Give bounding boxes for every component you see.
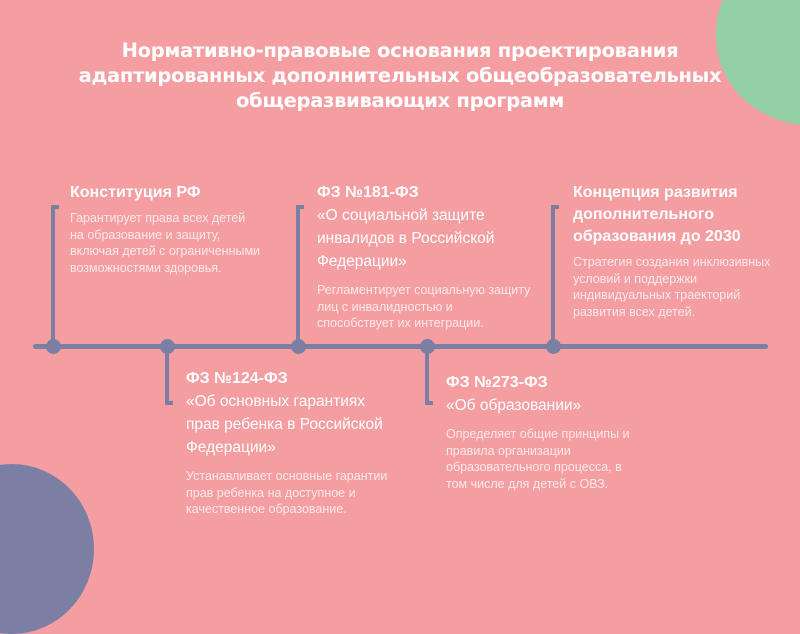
timeline-card-fz181: ФЗ №181-ФЗ «О социальной защите инвалидо…	[317, 182, 552, 332]
timeline-card-concept-2030: Концепция развития дополнительного образ…	[573, 182, 788, 320]
timeline-axis	[33, 344, 768, 349]
desc-line: правила организации	[446, 443, 571, 458]
card-heading: ФЗ №273-ФЗ	[446, 374, 548, 391]
timeline-dot	[160, 339, 175, 354]
timeline-card-constitution: Конституция РФ Гарантирует права всех де…	[70, 182, 295, 276]
bracket-fz273	[425, 346, 429, 405]
desc-line: образовательного процесса, в	[446, 460, 622, 474]
desc-line: Гарантирует права всех детей	[70, 211, 246, 225]
card-subtitle: «Об образовании»	[446, 394, 671, 417]
timeline-card-fz273: ФЗ №273-ФЗ «Об образовании» Определяет о…	[446, 372, 671, 492]
desc-line: Определяет общие принципы и	[446, 427, 630, 441]
bracket-concept-2030	[551, 205, 555, 346]
bracket-fz124	[165, 346, 169, 405]
desc-line: лиц с инвалидностью и	[317, 299, 453, 314]
sub-line: прав ребенка в Российской	[186, 416, 383, 433]
bracket-constitution	[51, 205, 55, 346]
card-description: Гарантирует права всех детей на образова…	[70, 210, 295, 276]
desc-line: индивидуальных траекторий	[573, 288, 741, 302]
bracket-tick	[296, 205, 304, 209]
bracket-tick	[425, 401, 433, 405]
desc-line: качественное образование.	[186, 502, 347, 516]
card-subtitle: «О социальной защите инвалидов в Российс…	[317, 204, 552, 273]
desc-line: условий и поддержки	[573, 271, 698, 286]
desc-line: на образование и защиту,	[70, 227, 221, 242]
title-line: общеразвивающих программ	[235, 89, 565, 112]
bracket-fz181	[296, 205, 300, 346]
timeline-dot	[291, 339, 306, 354]
title-line: Нормативно-правовые основания проектиров…	[121, 39, 679, 62]
sub-line: «Об основных гарантиях	[186, 393, 366, 410]
card-description: Определяет общие принципы и правила орга…	[446, 426, 671, 492]
card-heading: Конституция РФ	[70, 184, 201, 201]
card-heading: ФЗ №181-ФЗ	[317, 184, 419, 201]
head-line: Концепция развития	[573, 184, 738, 201]
decorative-slate-blob	[0, 464, 94, 634]
desc-line: включая детей с ограниченными	[70, 244, 261, 258]
timeline-dot	[420, 339, 435, 354]
head-line: дополнительного	[573, 206, 715, 223]
card-description: Стратегия создания инклюзивных условий и…	[573, 254, 788, 320]
title-line: адаптированных дополнительных общеобразо…	[78, 64, 722, 87]
page-title: Нормативно-правовые основания проектиров…	[0, 38, 800, 113]
sub-line: «О социальной защите	[317, 207, 485, 224]
desc-line: прав ребенка на доступное и	[186, 485, 356, 500]
desc-line: Регламентирует социальную защиту	[317, 283, 531, 297]
card-description: Регламентирует социальную защиту лиц с и…	[317, 282, 552, 332]
sub-line: инвалидов в Российской	[317, 230, 495, 247]
sub-line: Федерации»	[186, 439, 276, 456]
card-heading: ФЗ №124-ФЗ	[186, 370, 288, 387]
card-description: Устанавливает основные гарантии прав реб…	[186, 468, 421, 518]
bracket-tick	[51, 205, 59, 209]
timeline-dot	[46, 339, 61, 354]
card-heading: Концепция развития дополнительного образ…	[573, 182, 788, 248]
desc-line: том числе для детей с ОВЗ.	[446, 476, 609, 491]
desc-line: Стратегия создания инклюзивных	[573, 255, 771, 269]
head-line: образования до 2030	[573, 228, 741, 245]
bracket-tick	[551, 205, 559, 209]
desc-line: способствует их интеграции.	[317, 316, 484, 330]
timeline-dot	[546, 339, 561, 354]
desc-line: возможностями здоровья.	[70, 260, 222, 275]
sub-line: Федерации»	[317, 253, 407, 270]
sub-line: «Об образовании»	[446, 397, 582, 414]
desc-line: Устанавливает основные гарантии	[186, 469, 388, 483]
timeline-card-fz124: ФЗ №124-ФЗ «Об основных гарантиях прав р…	[186, 368, 421, 518]
card-subtitle: «Об основных гарантиях прав ребенка в Ро…	[186, 390, 421, 459]
desc-line: развития всех детей.	[573, 304, 696, 319]
bracket-tick	[165, 401, 173, 405]
